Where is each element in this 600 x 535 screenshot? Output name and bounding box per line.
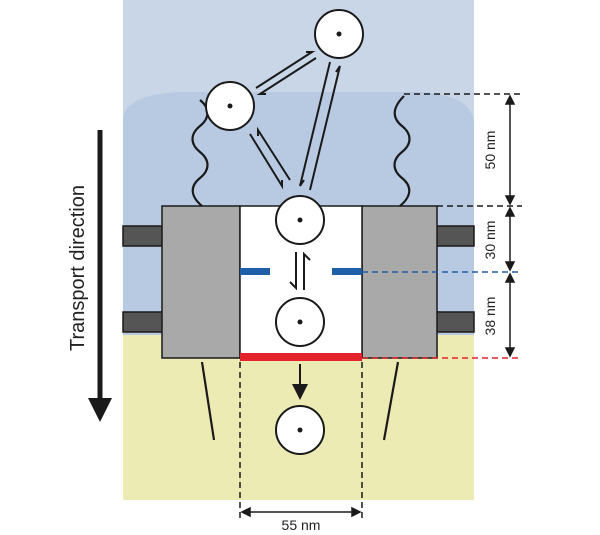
particle-pore-middle — [275, 297, 325, 347]
circle-with-dot-icon — [297, 319, 303, 325]
dimension-bottom — [504, 272, 516, 358]
dimension-mid — [504, 206, 516, 272]
right-basket-strand — [382, 361, 400, 441]
particle-released — [275, 405, 325, 455]
dim-label-top: 50 nm — [482, 131, 498, 170]
circle-with-dot-icon — [297, 427, 303, 433]
dimension-top — [504, 94, 516, 206]
circle-with-dot-icon — [336, 31, 342, 37]
down-arrow-icon — [88, 398, 112, 422]
particle-top — [314, 9, 364, 59]
equilibrium-harpoon-icon — [299, 61, 341, 191]
blue-marker-right — [332, 268, 362, 275]
circle-with-dot-icon — [227, 103, 233, 109]
transport-direction-label: Transport direction — [67, 185, 89, 351]
particle-upper-left — [205, 81, 255, 131]
left-filament — [191, 99, 209, 207]
equilibrium-harpoon-icon — [249, 126, 291, 190]
right-filament — [393, 95, 411, 207]
right-pore-wall — [361, 205, 438, 359]
blue-marker-left — [240, 268, 270, 275]
red-marker — [240, 353, 362, 361]
dim-label-bottom: 38 nm — [482, 297, 498, 336]
width-label: 55 nm — [282, 517, 321, 533]
dimension-width — [240, 506, 362, 518]
left-basket-strand — [200, 361, 216, 441]
left-pore-wall — [161, 205, 241, 359]
equilibrium-harpoon-icon — [255, 51, 317, 95]
equilibrium-harpoon-icon — [289, 251, 311, 291]
dim-label-mid: 30 nm — [482, 221, 498, 260]
particle-pore-entry — [275, 195, 325, 245]
circle-with-dot-icon — [297, 217, 303, 223]
